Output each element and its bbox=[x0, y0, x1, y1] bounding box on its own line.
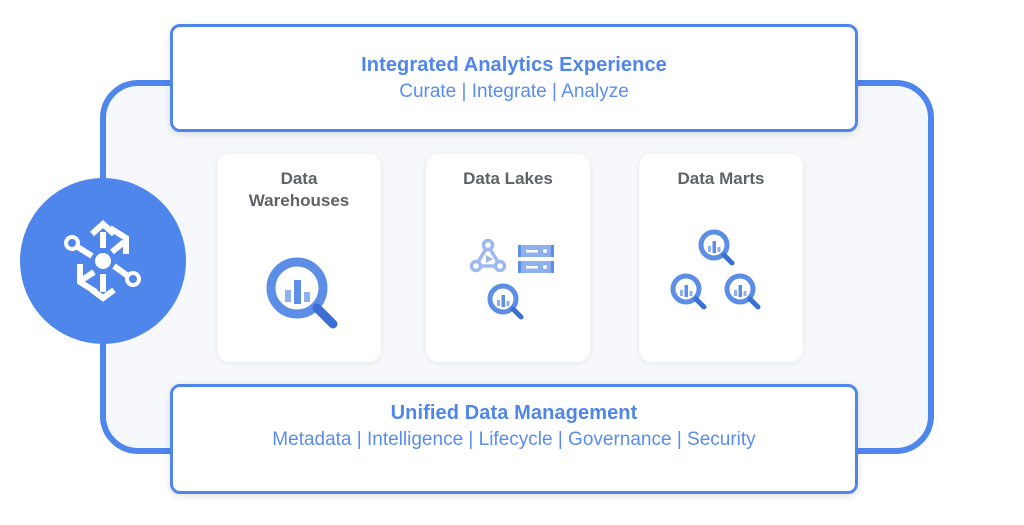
band-subtitle: Metadata | Intelligence | Lifecycle | Go… bbox=[272, 429, 756, 450]
card-data-marts: Data Marts bbox=[639, 154, 803, 362]
card-label: Data Marts bbox=[639, 168, 803, 190]
storage-server-icon bbox=[518, 245, 554, 273]
pipeline-icon bbox=[469, 238, 507, 273]
analytics-hub-hexagon-icon bbox=[64, 219, 141, 302]
magnifier-chart-icon bbox=[487, 283, 524, 320]
card-label-line1: Data bbox=[280, 169, 318, 188]
band-title: Integrated Analytics Experience bbox=[361, 54, 667, 76]
magnifier-chart-icon bbox=[698, 229, 735, 266]
band-title: Unified Data Management bbox=[390, 402, 638, 424]
card-data-lakes: Data Lakes bbox=[426, 154, 590, 362]
card-label-line1: Data Lakes bbox=[463, 169, 553, 188]
band-subtitle: Curate | Integrate | Analyze bbox=[399, 81, 629, 102]
hub-circle bbox=[20, 178, 186, 344]
card-label-line2: Warehouses bbox=[248, 191, 350, 210]
card-label-line1: Data Marts bbox=[677, 169, 765, 188]
magnifier-chart-icon bbox=[724, 273, 761, 310]
unified-data-management-band: Unified Data Management Metadata | Intel… bbox=[170, 384, 858, 494]
integrated-analytics-band: Integrated Analytics Experience Curate |… bbox=[170, 24, 858, 132]
card-data-warehouses: Data Warehouses bbox=[217, 154, 381, 362]
magnifier-chart-icon bbox=[670, 273, 707, 310]
card-label: Data Warehouses bbox=[217, 168, 381, 212]
card-label: Data Lakes bbox=[426, 168, 590, 190]
magnifier-chart-icon bbox=[266, 257, 338, 329]
